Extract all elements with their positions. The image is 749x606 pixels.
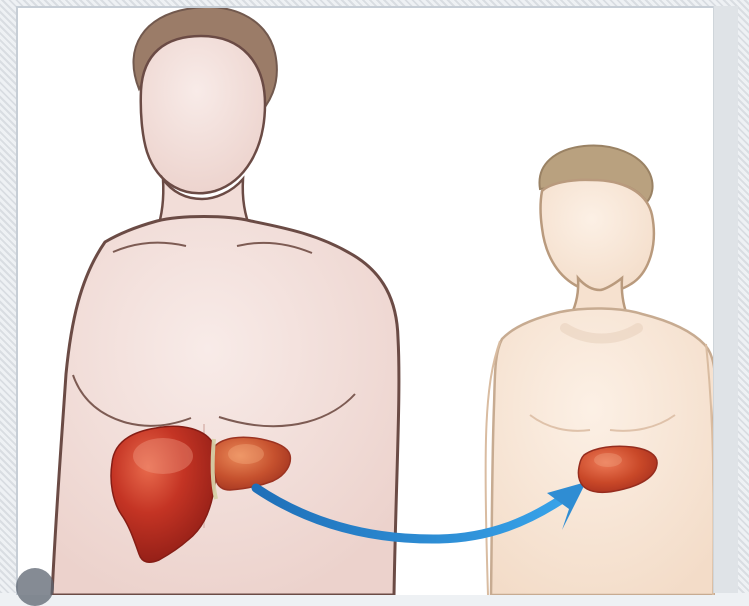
child-liver-highlight [594,453,622,467]
graft-highlight [228,444,264,464]
corner-circle-control [16,568,54,606]
image-frame [0,0,749,593]
adult-head [141,36,265,193]
adult-torso [52,217,399,596]
right-gray-strip [713,6,738,593]
adult-liver-highlight [133,438,193,474]
illustration-canvas [16,6,715,595]
liver-transplant-illustration [18,8,715,595]
